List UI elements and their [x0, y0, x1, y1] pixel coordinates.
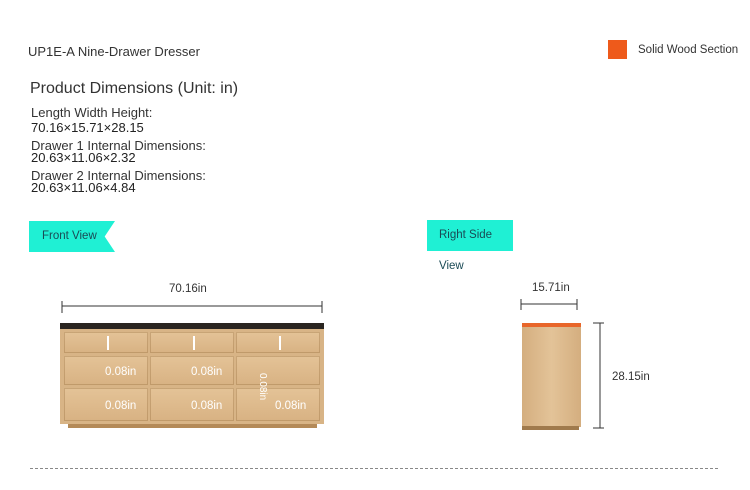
drawer-r1-c1 — [64, 332, 148, 353]
spec-label-drawer2: Drawer 2 Internal Dimensions: — [31, 168, 206, 183]
drawer-handle — [107, 336, 109, 350]
front-width-label: 70.16in — [169, 283, 207, 295]
side-view-tag: Right Side View — [427, 220, 513, 272]
solid-wood-swatch — [608, 40, 627, 59]
gap-label: 0.08in — [105, 366, 137, 378]
spec-value-drawer1: 20.63×11.06×2.32 — [31, 150, 136, 165]
gap-label: 0.08in — [275, 400, 307, 412]
side-depth-label: 15.71in — [532, 282, 570, 294]
drawer-r3-c3 — [236, 388, 320, 421]
gap-label: 0.08in — [191, 400, 223, 412]
legend: Solid Wood Section — [608, 40, 738, 59]
spec-value-overall: 70.16×15.71×28.15 — [31, 120, 144, 135]
drawer-r3-c2 — [150, 388, 234, 421]
dimensions-title: Product Dimensions (Unit: in) — [30, 80, 239, 97]
drawer-handle — [193, 336, 195, 350]
front-view-tag: Front View — [29, 221, 115, 252]
dresser-top-shadow — [60, 323, 324, 329]
front-width-dimension-line — [61, 301, 323, 313]
drawer-r2-c2 — [150, 356, 234, 385]
side-view-tag-label: Right Side View — [439, 229, 493, 272]
dresser-side — [522, 323, 581, 427]
side-height-dimension-line — [593, 322, 604, 429]
dresser-base — [68, 424, 317, 428]
legend-label: Solid Wood Section — [638, 43, 739, 56]
vertical-gap-label: 0.08in — [257, 373, 268, 401]
spec-label-overall: Length Width Height: — [31, 105, 153, 120]
solid-wood-top-edge — [522, 323, 581, 327]
side-depth-dimension-line — [520, 299, 578, 310]
drawer-r2-c1 — [64, 356, 148, 385]
product-name: UP1E-A Nine-Drawer Dresser — [28, 44, 200, 59]
spec-value-drawer2: 20.63×11.06×4.84 — [31, 180, 136, 195]
dresser-front: 0.08in 0.08in 0.08in 0.08in 0.08in 0.08i… — [60, 323, 324, 424]
dresser-side-base — [522, 426, 579, 430]
drawer-r1-c3 — [236, 332, 320, 353]
spec-label-drawer1: Drawer 1 Internal Dimensions: — [31, 138, 206, 153]
divider-dashed — [30, 468, 718, 469]
drawer-r2-c3 — [236, 356, 320, 385]
drawer-handle — [279, 336, 281, 350]
drawer-r3-c1 — [64, 388, 148, 421]
gap-label: 0.08in — [105, 400, 137, 412]
gap-label: 0.08in — [191, 366, 223, 378]
drawer-r1-c2 — [150, 332, 234, 353]
side-height-label: 28.15in — [612, 371, 650, 383]
